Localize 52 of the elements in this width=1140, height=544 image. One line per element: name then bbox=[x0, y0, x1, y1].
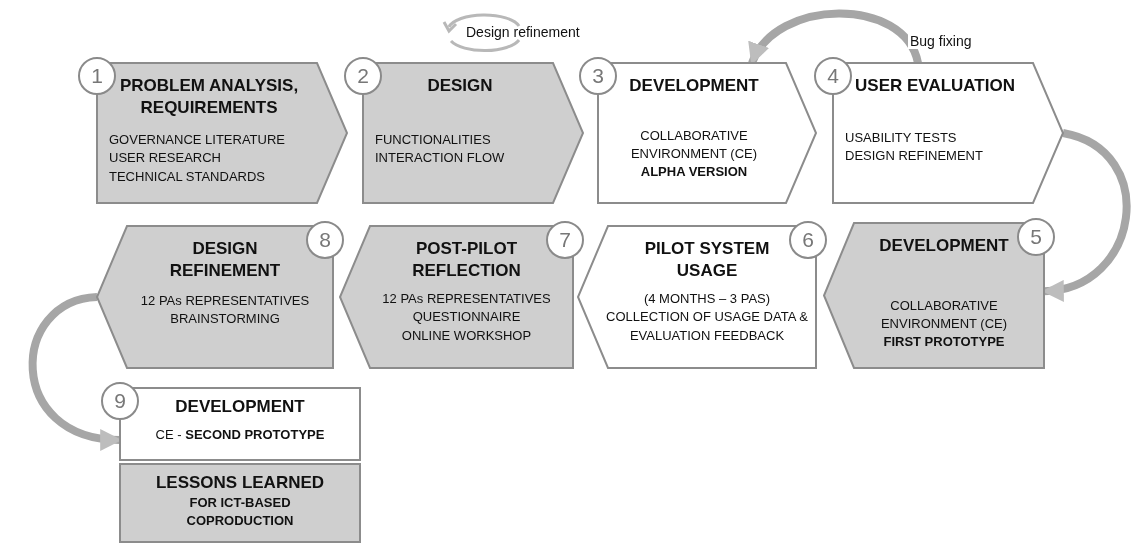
step-title: POST-PILOT REFLECTION bbox=[411, 238, 522, 283]
step-title: USER EVALUATION bbox=[855, 75, 1015, 97]
step-detail: ONLINE WORKSHOP bbox=[401, 326, 532, 345]
step-detail: CE - SECOND PROTOTYPE bbox=[155, 426, 325, 445]
chevron-step bbox=[78, 57, 347, 203]
step-detail: GOVERNANCE LITERATURE bbox=[109, 131, 285, 150]
step-title: DEVELOPMENT bbox=[879, 235, 1009, 257]
step-number: 8 bbox=[306, 221, 344, 259]
chevron-step bbox=[824, 218, 1055, 368]
step-box bbox=[120, 464, 360, 542]
chevron-step bbox=[340, 221, 584, 368]
step-title: DESIGN REFINEMENT bbox=[168, 238, 282, 283]
edge-label: Bug fixing bbox=[908, 33, 974, 49]
curved-arrow bbox=[748, 9, 922, 65]
chevron-step bbox=[814, 57, 1063, 203]
step-detail: FIRST PROTOTYPE bbox=[883, 333, 1005, 352]
step-number: 2 bbox=[344, 57, 382, 95]
step-title: PROBLEM ANALYSIS, REQUIREMENTS bbox=[118, 75, 300, 120]
chevron-step bbox=[579, 57, 816, 203]
step-title: DESIGN bbox=[427, 75, 493, 97]
step-detail: INTERACTION FLOW bbox=[375, 149, 505, 168]
step-number: 9 bbox=[101, 382, 139, 420]
step-detail: COLLABORATIVE ENVIRONMENT (CE) bbox=[879, 297, 1009, 334]
annotation-text: Design refinement bbox=[466, 24, 580, 40]
step-detail: FOR ICT-BASED COPRODUCTION bbox=[185, 494, 295, 531]
step-detail: DESIGN REFINEMENT bbox=[845, 147, 983, 166]
step-title: LESSONS LEARNED bbox=[155, 472, 325, 494]
step-title: DEVELOPMENT bbox=[175, 396, 305, 418]
step-detail: BRAINSTORMING bbox=[170, 310, 280, 329]
chevron-step bbox=[344, 57, 583, 203]
step-detail: (4 MONTHS – 3 PAS) bbox=[643, 290, 771, 309]
chevron-step bbox=[578, 221, 827, 368]
step-detail: FUNCTIONALITIES bbox=[375, 131, 491, 150]
step-detail: COLLABORATIVE ENVIRONMENT (CE) bbox=[629, 127, 759, 164]
step-box bbox=[101, 382, 360, 460]
step-detail: USER RESEARCH bbox=[109, 149, 221, 168]
step-title: PILOT SYSTEM USAGE bbox=[643, 238, 771, 283]
step-detail: COLLECTION OF USAGE DATA & EVALUATION FEEDBACK bbox=[606, 308, 808, 345]
step-detail: USABILITY TESTS bbox=[845, 129, 957, 148]
step-number: 6 bbox=[789, 221, 827, 259]
step-detail: 12 PAs REPRESENTATIVES bbox=[382, 290, 551, 309]
step-number: 5 bbox=[1017, 218, 1055, 256]
step-number: 7 bbox=[546, 221, 584, 259]
chevron-step bbox=[97, 221, 344, 368]
step-detail: ALPHA VERSION bbox=[640, 163, 748, 182]
step-detail: QUESTIONNAIRE bbox=[412, 308, 521, 327]
step-detail: 12 PAs REPRESENTATIVES bbox=[140, 292, 310, 311]
step-number: 4 bbox=[814, 57, 852, 95]
step-detail: TECHNICAL STANDARDS bbox=[109, 167, 266, 186]
step-number: 3 bbox=[579, 57, 617, 95]
step-title: DEVELOPMENT bbox=[629, 75, 759, 97]
step-number: 1 bbox=[78, 57, 116, 95]
